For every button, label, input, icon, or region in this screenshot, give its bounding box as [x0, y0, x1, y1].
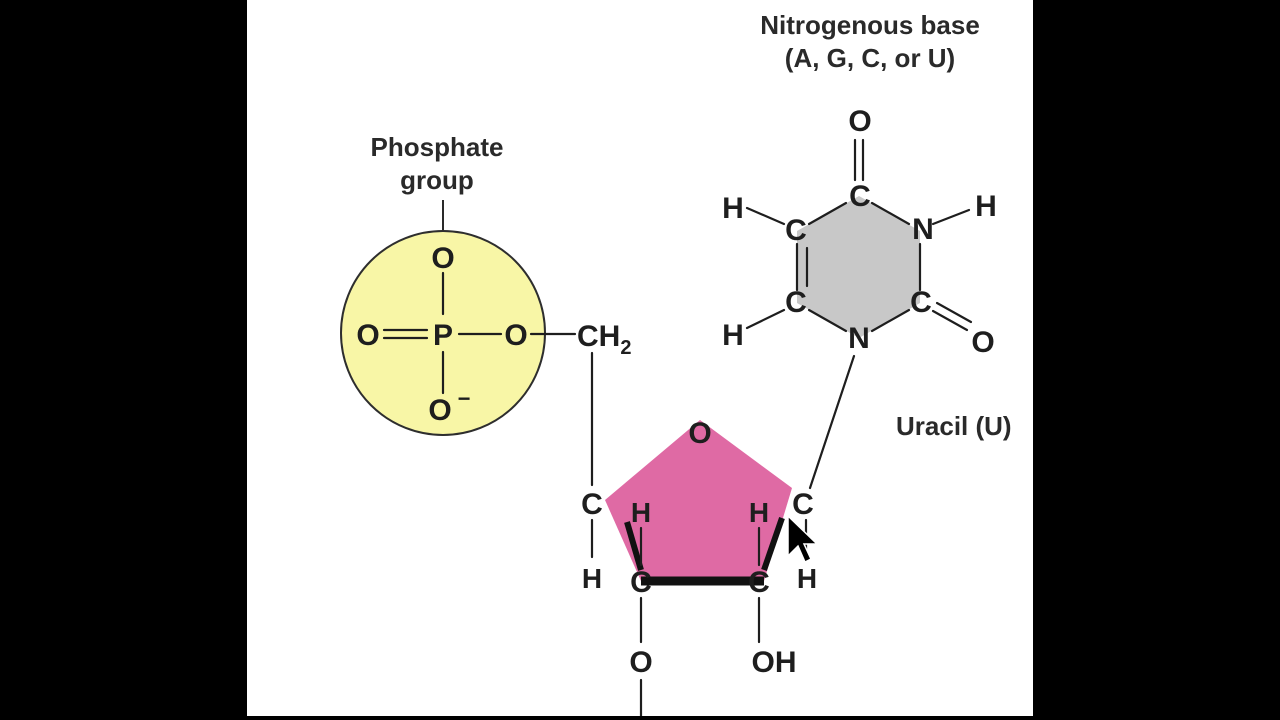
ring-edge-left: [624, 521, 644, 571]
uracil-n-right: N: [912, 213, 934, 246]
uracil-c-right: C: [910, 286, 932, 319]
uracil-c-n-top-right: [870, 201, 911, 226]
uracil-h-n: H: [975, 190, 997, 223]
phosphate-o-top: O: [431, 242, 454, 275]
diagram-frame: Nitrogenous base (A, G, C, or U) Phospha…: [247, 0, 1033, 716]
ribose-o-bottom: O: [629, 646, 652, 679]
uracil-hexagon: [797, 196, 920, 338]
nucleotide-diagram: Nitrogenous base (A, G, C, or U) Phospha…: [340, 10, 1012, 716]
phosphate-title-line1: Phosphate: [371, 132, 504, 162]
uracil-o-right: O: [971, 326, 994, 359]
uracil-h-bottom-left: H: [722, 319, 744, 352]
phosphate-o-right: O: [504, 319, 527, 352]
ribose-h-outer-right: H: [797, 563, 817, 594]
glycosidic-bond: [808, 354, 856, 490]
ribose-c-bottom-right: C: [748, 566, 770, 599]
base-title-line1: Nitrogenous base: [760, 10, 980, 40]
ch2-subscript: 2: [620, 337, 631, 359]
uracil-n-bottom: N: [848, 322, 870, 355]
ribose-h-inner-left: H: [631, 497, 651, 528]
uracil-n-c-bottom-left: [807, 308, 848, 333]
uracil-c-top: C: [849, 180, 871, 213]
uracil-c-c-top-left: [807, 201, 848, 226]
ch2-ch: CH: [577, 320, 620, 353]
uracil-n-h-bond: [931, 208, 971, 226]
ribose-h-inner-right: H: [749, 497, 769, 528]
phosphorus-atom: P: [433, 319, 453, 352]
mouse-cursor-icon: [787, 514, 819, 564]
uracil-c-top-left: C: [785, 214, 807, 247]
ribose-o: O: [688, 417, 711, 450]
phosphate-o-bottom: O: [428, 394, 451, 427]
phosphate-title-line2: group: [400, 165, 474, 195]
phosphate-o-left: O: [356, 319, 379, 352]
base-title-line2: (A, G, C, or U): [785, 43, 955, 73]
uracil-co-right-bond-2: [935, 301, 973, 324]
uracil-h-top-left: H: [722, 192, 744, 225]
ch2-group: CH2: [577, 320, 631, 359]
uracil-c-h-top-bond: [745, 206, 786, 226]
uracil-co-right-bond-1: [931, 309, 969, 332]
phosphate-negative-charge: −: [458, 386, 471, 411]
ribose-c-bottom-left: C: [630, 566, 652, 599]
ribose-pentagon: [605, 420, 792, 581]
uracil-c-h-bottom-bond: [745, 308, 786, 330]
uracil-c-n-bottom-right: [870, 308, 911, 333]
uracil-c-bottom-left: C: [785, 286, 807, 319]
uracil-label: Uracil (U): [896, 411, 1012, 441]
ribose-c-left: C: [581, 488, 603, 521]
ring-edge-right: [761, 517, 785, 571]
ribose-oh: OH: [752, 646, 797, 679]
uracil-o-top: O: [848, 105, 871, 138]
ribose-c-right: C: [792, 488, 814, 521]
ribose-h-outer-left: H: [582, 563, 602, 594]
